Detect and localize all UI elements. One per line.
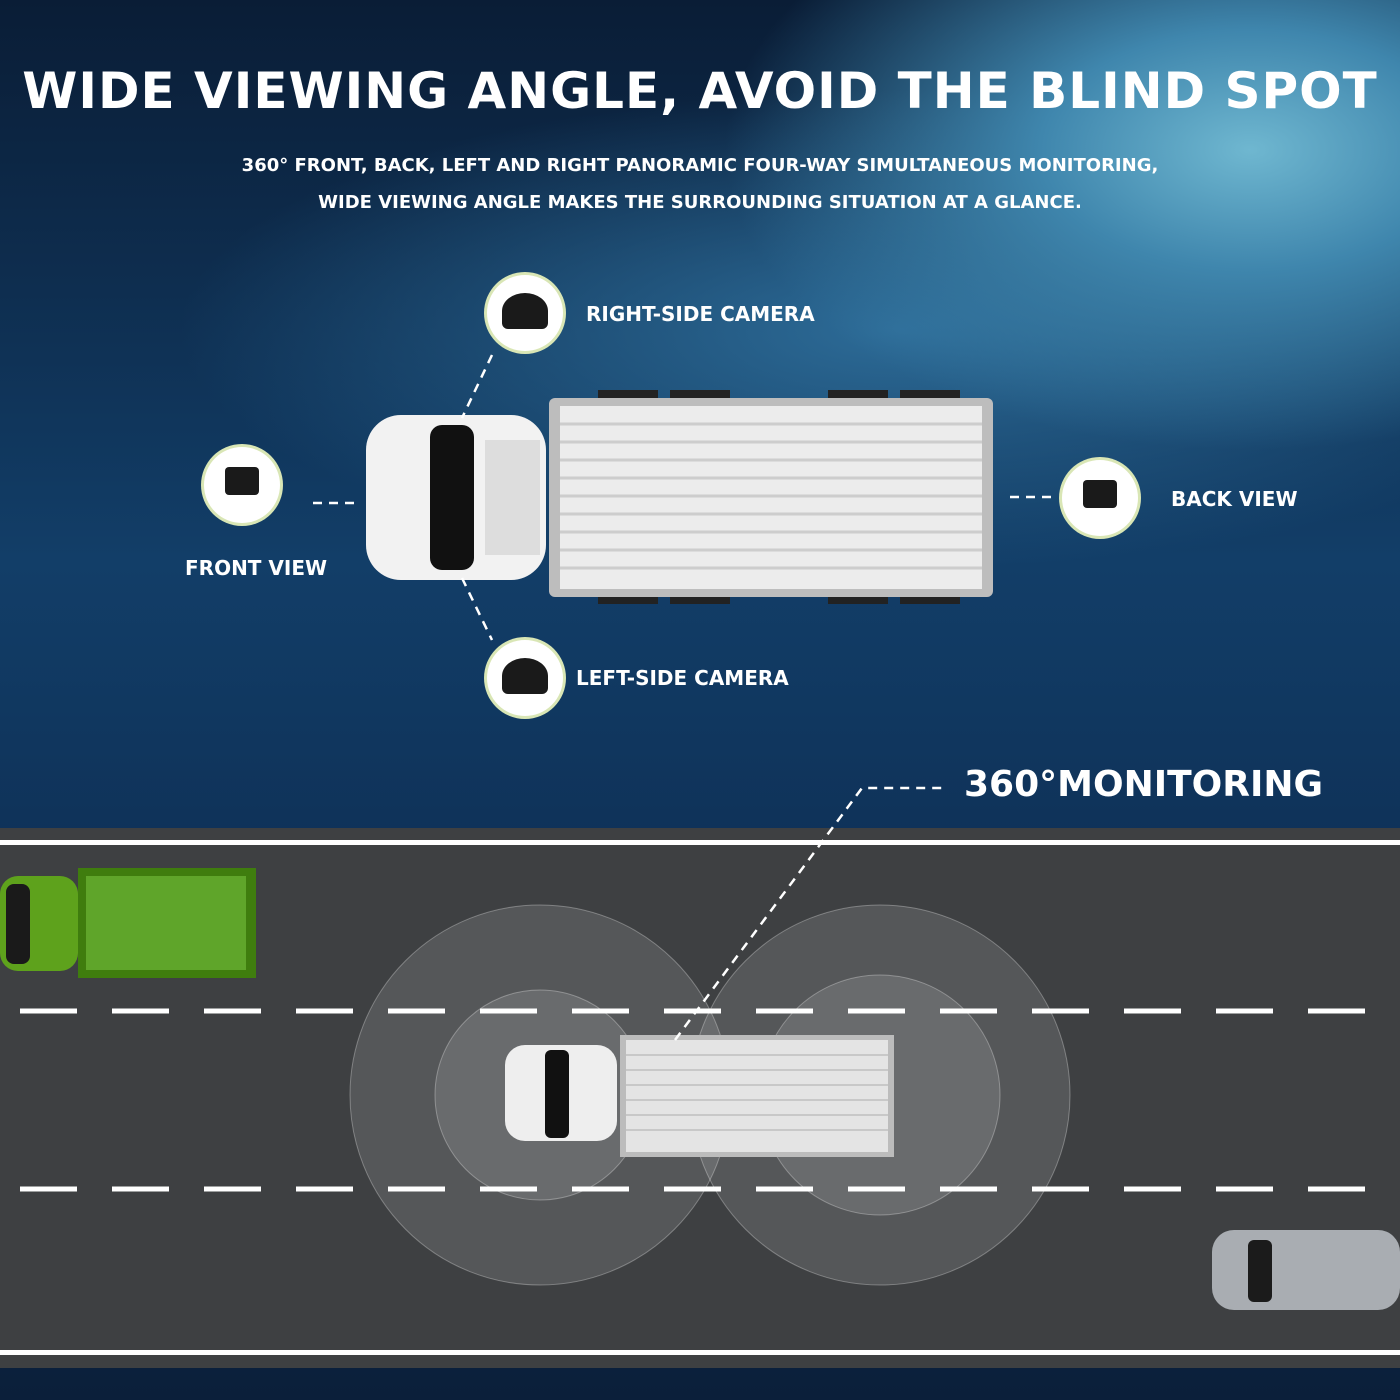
back-view-label: BACK VIEW [1171, 487, 1298, 511]
subtitle-line-2: WIDE VIEWING ANGLE MAKES THE SURROUNDING… [318, 192, 1082, 213]
page-title: WIDE VIEWING ANGLE, AVOID THE BLIND SPOT [22, 62, 1378, 120]
dome-camera-icon [487, 640, 563, 716]
subtitle-line-1: 360° FRONT, BACK, LEFT AND RIGHT PANORAM… [241, 155, 1159, 176]
box-camera-icon [204, 447, 280, 523]
road-truck [505, 1035, 894, 1157]
box-camera-icon [1062, 460, 1138, 536]
van [1212, 1230, 1400, 1310]
dome-camera-icon [487, 275, 563, 351]
green-truck [0, 868, 256, 978]
front-view-label: FRONT VIEW [185, 556, 328, 580]
right-camera-label: RIGHT-SIDE CAMERA [586, 302, 815, 326]
left-camera-label: LEFT-SIDE CAMERA [576, 666, 789, 690]
main-truck [366, 390, 993, 604]
monitoring-label: 360°MONITORING [964, 764, 1324, 805]
